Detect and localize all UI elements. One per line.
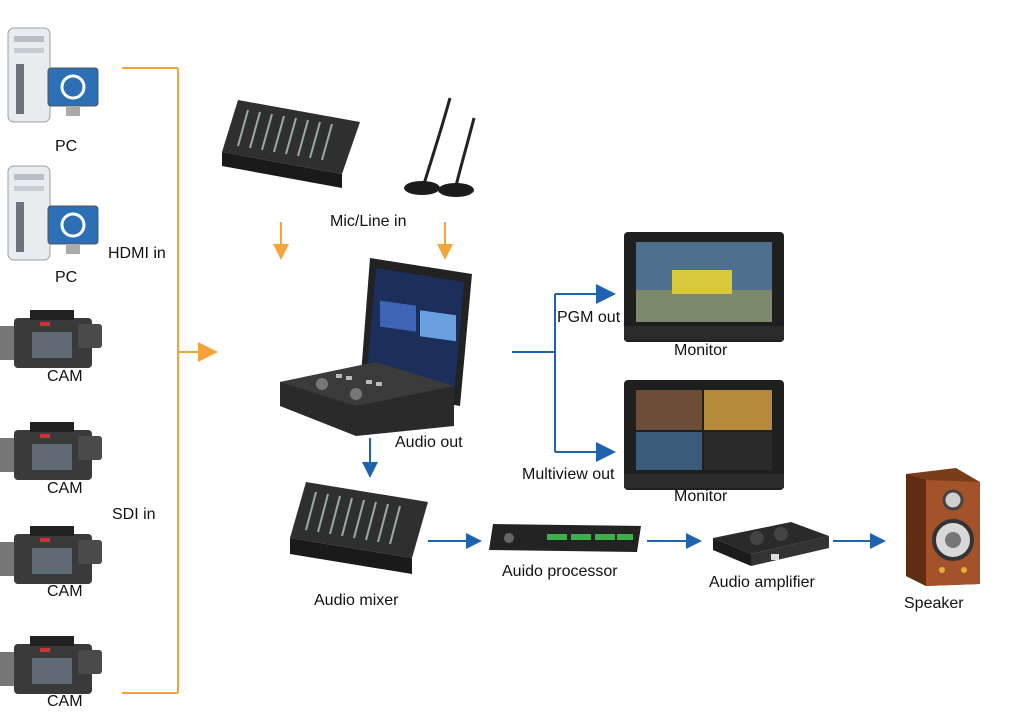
audio-amplifier-icon xyxy=(713,522,829,566)
processor-to-amp-arrow xyxy=(647,533,702,549)
camera-icon xyxy=(0,526,102,584)
mixer-to-processor-arrow xyxy=(428,533,482,549)
video-switcher-icon xyxy=(280,258,472,436)
mixer-in-arrow xyxy=(273,222,289,260)
camera-icon xyxy=(0,636,102,694)
hdmi-in-label: HDMI in xyxy=(108,245,166,262)
input-arrow xyxy=(198,342,218,362)
pc-icon xyxy=(7,27,99,123)
monitor-icon xyxy=(624,380,784,490)
pc-label: PC xyxy=(55,138,78,155)
input-bracket xyxy=(122,67,198,694)
cam-label: CAM xyxy=(47,480,83,497)
monitor-label: Monitor xyxy=(674,488,728,505)
pc-label: PC xyxy=(55,269,78,286)
pgm-arrow xyxy=(596,284,616,304)
cam-label: CAM xyxy=(47,693,83,710)
audio-out-label: Audio out xyxy=(395,434,463,451)
audio-processor-label: Auido processor xyxy=(502,563,618,580)
audio-out-arrow xyxy=(362,438,378,478)
speaker-icon xyxy=(906,468,980,586)
output-split xyxy=(512,293,596,453)
audio-processor-icon xyxy=(489,524,641,552)
amp-to-speaker-arrow xyxy=(833,533,886,549)
mic-line-in-label: Mic/Line in xyxy=(330,213,407,230)
audio-mixer-icon xyxy=(222,100,360,188)
multiview-out-label: Multiview out xyxy=(522,466,615,483)
audio-mixer-label: Audio mixer xyxy=(314,592,399,609)
pc-icon xyxy=(7,165,99,261)
camera-icon xyxy=(0,310,102,368)
monitor-label: Monitor xyxy=(674,342,728,359)
monitor-icon xyxy=(624,232,784,342)
pgm-out-label: PGM out xyxy=(557,309,621,326)
mic-in-arrow xyxy=(437,222,453,260)
multiview-arrow xyxy=(596,442,616,462)
speaker-label: Speaker xyxy=(904,595,964,612)
microphone-icon xyxy=(404,97,476,197)
cam-label: CAM xyxy=(47,583,83,600)
audio-mixer-icon xyxy=(290,482,428,574)
camera-icon xyxy=(0,422,102,480)
audio-amplifier-label: Audio amplifier xyxy=(709,574,815,591)
cam-label: CAM xyxy=(47,368,83,385)
sdi-in-label: SDI in xyxy=(112,506,156,523)
